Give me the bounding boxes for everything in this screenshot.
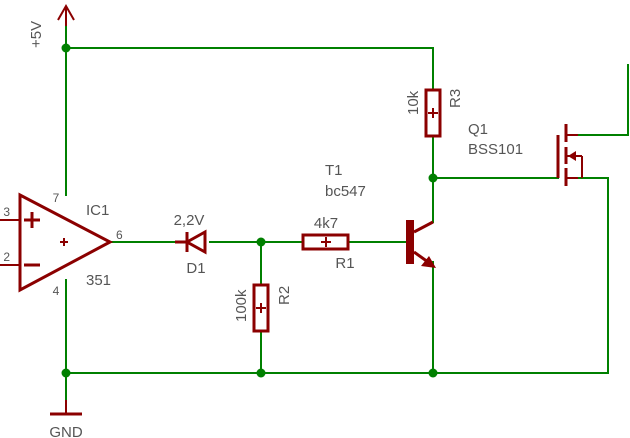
r2-value-label: 100k xyxy=(233,289,250,322)
transistor-t1 xyxy=(406,220,436,268)
r3-body-icon xyxy=(424,88,442,138)
opamp-pin4-label: 4 xyxy=(53,284,60,298)
ic1-value-label: 351 xyxy=(86,272,111,289)
r1-body-icon xyxy=(301,233,350,251)
q1-value-label: BSS101 xyxy=(468,141,523,158)
diode-triangle-icon xyxy=(183,229,207,255)
r3-value-label: 10k xyxy=(405,90,422,115)
gnd-label: GND xyxy=(49,424,83,438)
npn-emitter-arrow-icon xyxy=(421,256,436,268)
opamp-triangle-icon xyxy=(18,192,114,293)
diode-d1 xyxy=(175,229,207,255)
resistor-r1 xyxy=(301,233,350,251)
junction-gnd-right xyxy=(428,368,438,378)
vcc-label: +5V xyxy=(28,21,45,48)
npn-collector-icon xyxy=(413,220,434,234)
wires xyxy=(65,19,629,411)
r2-name-label: R2 xyxy=(276,286,293,305)
junction-gate xyxy=(428,173,438,183)
resistor-r3 xyxy=(424,88,442,138)
npn-base-bar-icon xyxy=(406,220,414,264)
d1-name-label: D1 xyxy=(186,260,205,277)
junctions xyxy=(61,43,438,378)
vcc-arrow-icon xyxy=(57,3,75,26)
opamp-pin6-label: 6 xyxy=(116,228,123,242)
ground-symbol-icon xyxy=(50,400,82,416)
opamp-pin7-label: 7 xyxy=(53,191,60,205)
junction-gnd-left xyxy=(61,368,71,378)
opamp-pin3-label: 3 xyxy=(3,205,10,219)
junction-vcc xyxy=(61,43,71,53)
opamp-pin2-label: 2 xyxy=(3,250,10,264)
r3-name-label: R3 xyxy=(447,89,464,108)
resistor-r2 xyxy=(252,283,270,333)
t1-name-label: T1 xyxy=(325,162,343,179)
junction-gnd-mid xyxy=(256,368,266,378)
r1-name-label: R1 xyxy=(335,255,354,272)
q1-name-label: Q1 xyxy=(468,121,488,138)
mosfet-arrow-icon xyxy=(568,151,576,161)
r2-body-icon xyxy=(252,283,270,333)
d1-value-label: 2,2V xyxy=(174,212,205,229)
r1-value-label: 4k7 xyxy=(314,215,338,232)
opamp-ic1 xyxy=(0,192,114,293)
ic1-name-label: IC1 xyxy=(86,202,109,219)
t1-value-label: bc547 xyxy=(325,183,366,200)
junction-r2 xyxy=(256,237,266,247)
mosfet-q1 xyxy=(556,124,583,186)
